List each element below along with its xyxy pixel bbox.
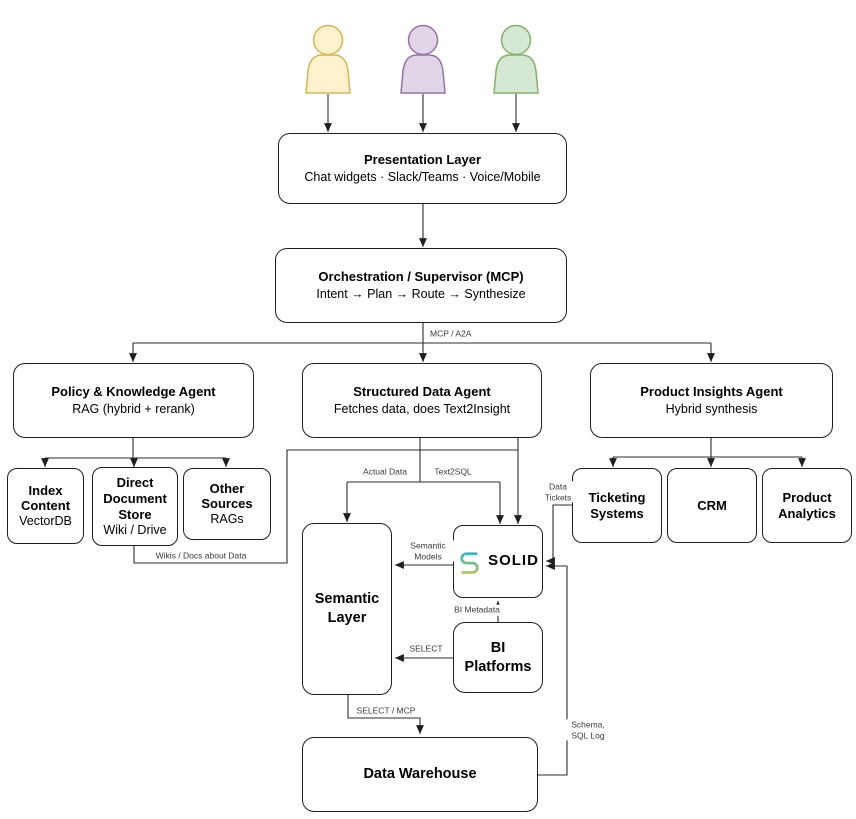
user-yellow-icon [305,24,351,94]
edge-label-select: SELECT [407,643,445,655]
edge-label-select-mcp: SELECT / MCP [354,705,418,717]
edge-label-actual-data: Actual Data [361,466,409,478]
user-purple-icon [400,24,446,94]
node-subtitle: RAGs [210,512,244,527]
node-title: Presentation Layer [363,151,482,167]
node-presentation-layer: Presentation Layer Chat widgets · Slack/… [278,133,567,204]
node-other-sources: Other Sources RAGs [183,468,271,540]
node-ticketing-systems: Ticketing Systems [572,468,662,543]
node-title: Direct Document Store [103,475,167,522]
edge-label-schema-sql-log: Schema, SQL Log [563,719,613,741]
node-direct-document-store: Direct Document Store Wiki / Drive [92,467,178,546]
node-title: Data Warehouse [363,766,477,783]
node-product-analytics: Product Analytics [762,468,852,543]
edge-label-data-tickets: Data Tickets [537,481,579,503]
edge-label-wikis-docs: Wikis / Docs about Data [153,550,249,562]
edge-label-semantic-models: Semantic Models [401,540,455,562]
node-title: Orchestration / Supervisor (MCP) [318,268,524,284]
node-solid: SOLID [453,525,543,598]
solid-logo-icon [460,552,479,574]
node-subtitle: VectorDB [19,514,72,529]
node-title: CRM [697,497,727,513]
edge-data-tickets [546,504,572,565]
edge-select-mcp [347,695,424,734]
node-subtitle: Intent → Plan → Route → Synthesize [316,286,526,301]
edge-label-bi-metadata: BI Metadata [452,604,502,616]
node-index-content: Index Content VectorDB [7,468,84,544]
node-crm: CRM [667,468,757,543]
node-title: SOLID [488,552,539,570]
node-bi-platforms: BI Platforms [453,622,543,693]
node-orchestration-supervisor: Orchestration / Supervisor (MCP) Intent … [275,248,567,323]
node-subtitle: Wiki / Drive [103,522,167,537]
node-title: BI Platforms [464,639,532,675]
node-title: Policy & Knowledge Agent [51,383,216,399]
node-structured-data-agent: Structured Data Agent Fetches data, does… [302,363,542,438]
edge-label-text2sql: Text2SQL [432,466,474,478]
node-title: Ticketing Systems [588,489,646,521]
node-title: Index Content [20,482,71,514]
node-subtitle: Fetches data, does Text2Insight [333,401,511,416]
node-data-warehouse: Data Warehouse [302,737,538,812]
node-title: Structured Data Agent [353,383,491,399]
node-product-insights-agent: Product Insights Agent Hybrid synthesis [590,363,833,438]
edge-label-mcp-a2a: MCP / A2A [428,328,474,340]
edge-wikis-docs [133,449,518,564]
node-semantic-layer: Semantic Layer [302,523,392,695]
user-green-icon [493,24,539,94]
node-title: Other Sources [201,480,253,512]
node-title: Semantic Layer [314,591,380,626]
node-title: Product Analytics [778,489,836,521]
node-title: Product Insights Agent [640,383,783,399]
node-policy-knowledge-agent: Policy & Knowledge Agent RAG (hybrid + r… [13,363,254,438]
node-subtitle: RAG (hybrid + rerank) [72,401,195,416]
node-subtitle: Hybrid synthesis [665,401,758,416]
edge-schema-sql-log [538,562,568,776]
node-subtitle: Chat widgets · Slack/Teams · Voice/Mobil… [304,169,541,184]
